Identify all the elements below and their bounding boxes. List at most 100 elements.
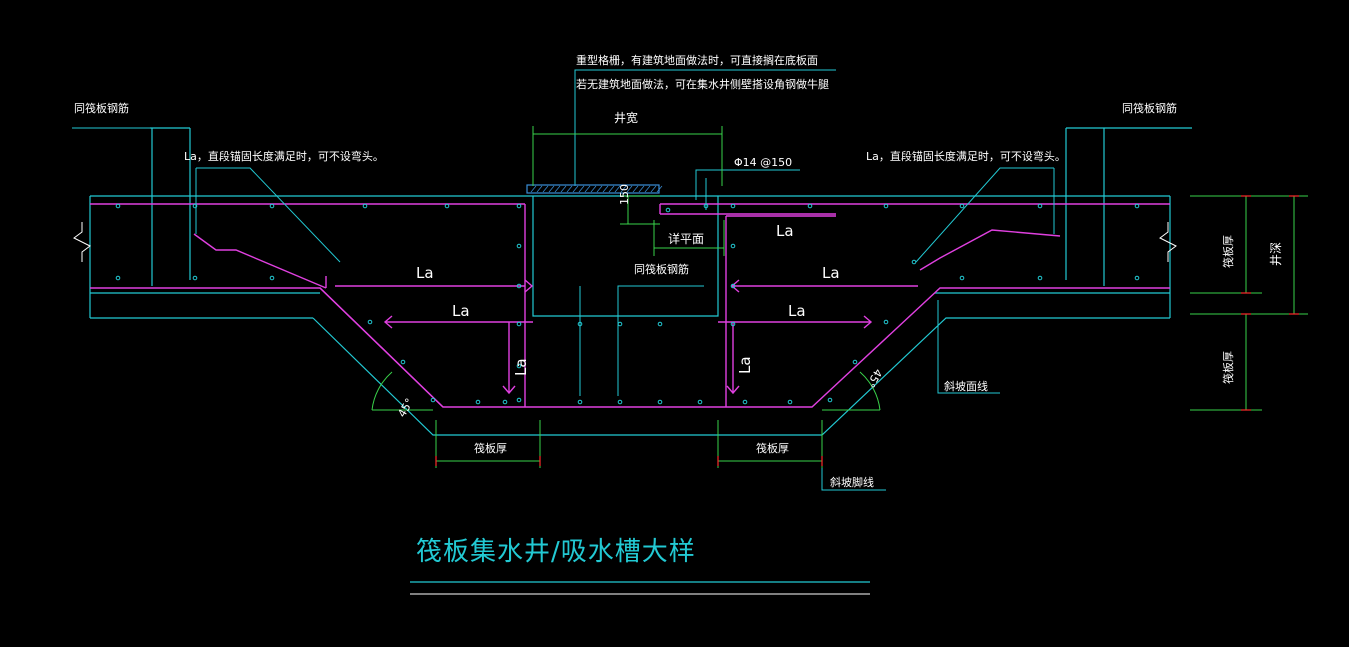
rebar-dot <box>730 321 736 327</box>
rebar-dot <box>730 283 736 289</box>
concrete-outline <box>89 127 1192 436</box>
grating-hatch-line <box>548 185 555 193</box>
grating-hatch-line <box>632 185 639 193</box>
grating-hatch-line <box>626 185 633 193</box>
label-raft-thick-side-bottom: 筏板厚 <box>1221 351 1235 384</box>
rebar-dot <box>502 399 508 405</box>
rebar-dot <box>852 359 858 365</box>
rebar-dot <box>657 321 663 327</box>
grating-hatch-line <box>572 185 579 193</box>
grating-plate <box>526 184 660 194</box>
rebar-dot <box>367 319 373 325</box>
drawing-title: 筏板集水井/吸水槽大样 <box>416 537 696 567</box>
rebar-dot <box>697 399 703 405</box>
grating-hatch-line <box>596 185 603 193</box>
rebar-dot <box>444 203 450 209</box>
break-mark-right <box>1159 222 1177 262</box>
rebar-dot <box>516 283 522 289</box>
rebar-dot <box>192 275 198 281</box>
grating-hatch-line <box>536 185 543 193</box>
grating-hatch-line <box>578 185 585 193</box>
label-la-7: La <box>736 356 754 374</box>
grating-hatch-line <box>638 185 645 193</box>
label-same-rebar-left: 同筏板钢筋 <box>74 101 129 115</box>
rebar-dot <box>516 397 522 403</box>
rebar-dot <box>959 203 965 209</box>
rebar-dot <box>665 207 671 213</box>
grating-hatch-line <box>566 185 573 193</box>
note-top-line1: 重型格栅，有建筑地面做法时，可直接搁在底板面 <box>576 53 818 67</box>
label-la-2: La <box>452 302 470 320</box>
label-slope-top-line: 斜坡面线 <box>944 379 988 393</box>
rebar-dot <box>1134 203 1140 209</box>
label-rebar-spec: Φ14 @150 <box>734 156 792 169</box>
note-right-anchor: La，直段锚固长度满足时，可不设弯头。 <box>866 149 1066 163</box>
rebar-dot <box>362 203 368 209</box>
leader-lines <box>72 69 1055 491</box>
rebar-dot <box>617 321 623 327</box>
rebar-dot <box>430 397 436 403</box>
rebar-dot <box>577 399 583 405</box>
grating-hatch-line <box>560 185 567 193</box>
rebar-dot <box>883 319 889 325</box>
rebar-dot <box>269 203 275 209</box>
grating-hatch-line <box>554 185 561 193</box>
rebar-dot <box>787 399 793 405</box>
grating-hatch-line <box>620 185 627 193</box>
label-la-5: La <box>776 222 794 240</box>
rebar-dot <box>730 203 736 209</box>
grating-hatch-line <box>542 185 549 193</box>
rebar-dot <box>516 363 522 369</box>
grating-hatch-line <box>656 185 663 193</box>
grating-hatch <box>530 185 663 193</box>
rebar-dot <box>192 203 198 209</box>
grating-hatch-line <box>590 185 597 193</box>
label-same-rebar-right: 同筏板钢筋 <box>1122 101 1177 115</box>
label-raft-thick-bottom-right: 筏板厚 <box>756 441 789 455</box>
label-well-depth: 井深 <box>1269 242 1283 266</box>
label-la-4: La <box>788 302 806 320</box>
rebar-dot <box>1037 203 1043 209</box>
grating-hatch-line <box>530 185 537 193</box>
grating-hatch-line <box>614 185 621 193</box>
label-la-6: La <box>512 358 530 376</box>
note-left-anchor: La，直段锚固长度满足时，可不设弯头。 <box>184 149 384 163</box>
rebar-dot <box>911 259 917 265</box>
rebar-dot <box>1134 275 1140 281</box>
label-la-1: La <box>416 264 434 282</box>
rebar-dot <box>742 399 748 405</box>
label-angle-right: 45° <box>864 367 885 390</box>
label-dim-150: 150 <box>618 184 631 205</box>
rebar-dot <box>617 399 623 405</box>
break-mark-left <box>73 222 91 262</box>
rebar-dot <box>883 203 889 209</box>
grating-hatch-line <box>608 185 615 193</box>
label-same-rebar-center: 同筏板钢筋 <box>634 262 689 276</box>
rebar-dot <box>1037 275 1043 281</box>
label-well-width: 井宽 <box>614 110 638 125</box>
dimension-lines <box>371 126 1308 468</box>
rebar-dot <box>475 399 481 405</box>
grating-hatch-line <box>650 185 657 193</box>
rebar-dot <box>827 397 833 403</box>
grating-hatch-line <box>602 185 609 193</box>
rebar-dot <box>516 243 522 249</box>
rebar-dot <box>807 203 813 209</box>
rebar-dot <box>730 243 736 249</box>
label-la-3: La <box>822 264 840 282</box>
note-top-line2: 若无建筑地面做法，可在集水井侧壁搭设角钢做牛腿 <box>576 77 829 91</box>
label-raft-thick-bottom-left: 筏板厚 <box>474 441 507 455</box>
rebar-dots <box>115 203 1140 405</box>
rebar-lines <box>90 203 1170 408</box>
rebar-dot <box>657 399 663 405</box>
rebar-dot <box>269 275 275 281</box>
rebar-dot <box>115 203 121 209</box>
rebar-dot <box>516 321 522 327</box>
grating-hatch-line <box>644 185 651 193</box>
rebar-dot <box>400 359 406 365</box>
dimension-ticks <box>435 195 1299 466</box>
label-raft-thick-side-top: 筏板厚 <box>1221 235 1235 268</box>
label-slope-bottom-line: 斜坡脚线 <box>830 475 874 489</box>
rebar-dot <box>516 203 522 209</box>
